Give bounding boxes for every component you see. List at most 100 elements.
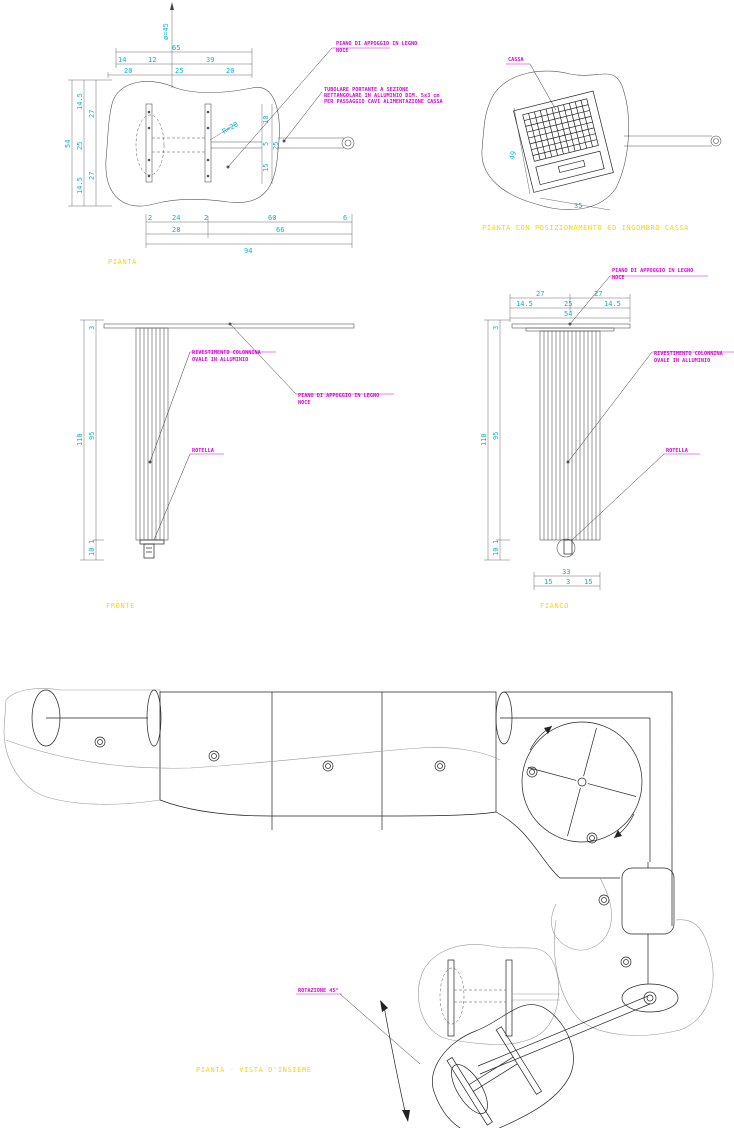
overall-turntable [521,721,643,843]
svg-text:20: 20 [124,67,132,75]
plan-right-dimensions: 10 5 25 15 [261,104,280,184]
svg-text:15: 15 [544,578,552,586]
cassa-register [513,90,614,193]
front-wheel [143,543,155,559]
svg-text:OVALE IN ALLUMINIO: OVALE IN ALLUMINIO [654,358,710,364]
note-rotella-front: ROTELLA [192,448,215,454]
overall-desk-rotated [432,1004,574,1128]
svg-text:33: 33 [562,568,570,576]
overall-desk-original [418,944,560,1045]
plan-left-dimensions: 14.5 27 54 25 14.5 27 [64,79,112,207]
svg-text:95: 95 [88,432,96,440]
note-piano-side: PIANO DI APPOGGIO IN LEGNO [612,268,693,274]
svg-text:5: 5 [262,142,270,146]
svg-text:14.5: 14.5 [76,177,84,194]
svg-text:27: 27 [88,110,96,118]
side-top-dimensions: 27 27 14.5 25 14.5 54 [509,290,631,322]
drawing-line [525,110,590,127]
svg-text:39: 39 [206,56,214,64]
front-column-ribs [139,328,165,540]
cassa-drawer-slot [557,159,586,173]
svg-text:RETTANGOLARE IN ALLUMINIO DIM: RETTANGOLARE IN ALLUMINIO DIM. 5x3 cm [324,93,440,99]
svg-text:2: 2 [148,214,152,222]
svg-text:3: 3 [492,326,500,330]
drawing-line [526,115,592,133]
plan-top-dimensions: 65 14 12 39 20 25 20 [107,44,253,78]
svg-text:110: 110 [76,433,84,446]
svg-text:10: 10 [88,548,96,556]
svg-text:PER PASSAGGIO CAVI ALIMENTAZIO: PER PASSAGGIO CAVI ALIMENTAZIONE CASSA [324,99,444,105]
overall-pivot [621,983,679,1013]
drawing-line [532,139,598,156]
svg-text:NOCE: NOCE [336,48,349,54]
title-fianco: FIANCO [540,602,569,610]
svg-text:20: 20 [226,67,234,75]
svg-text:54: 54 [564,310,572,318]
svg-text:15: 15 [262,164,270,172]
svg-text:27: 27 [88,172,96,180]
cassa-plan-outline [481,70,629,210]
svg-text:25: 25 [564,300,572,308]
note-rivestimento-front: RIVESTIMENTO COLONNINA [192,350,262,356]
svg-text:65: 65 [172,44,180,52]
side-view: 27 27 14.5 25 14.5 54 3 95 110 10 1 33 [480,268,734,610]
svg-text:54: 54 [64,140,72,148]
note-piano-appoggio: PIANO DI APPOGGIO IN LEGNO [336,41,417,47]
plan-dashed-oval [135,114,165,176]
svg-text:25: 25 [272,142,280,150]
svg-text:95: 95 [492,432,500,440]
svg-text:28: 28 [172,226,180,234]
svg-text:10: 10 [262,116,270,124]
svg-text:3: 3 [566,578,570,586]
plan-column-circle [341,136,355,150]
drawing-line [524,104,589,121]
plan-radius-label: R=20 [221,120,240,135]
svg-text:27: 27 [536,290,544,298]
title-pianta-insieme: PIANTA - VISTA D'INSIEME [196,1066,312,1074]
plan-support-tube [278,137,344,149]
svg-text:OVALE IN ALLUMINIO: OVALE IN ALLUMINIO [192,357,248,363]
side-bottom-dimensions: 33 15 3 15 [533,568,601,590]
svg-text:12: 12 [148,56,156,64]
overall-counter [159,691,497,817]
plan-view: ø=45 R=20 65 14 12 39 20 25 20 14.5 [64,2,444,266]
side-left-dimensions: 3 95 110 10 1 [480,319,510,561]
side-column-ribs [543,331,597,540]
overall-right-column [621,867,675,935]
front-view: 3 95 110 10 1 RIVESTIMENTO COLONNINA OVA… [76,319,394,610]
note-rotella-side: ROTELLA [666,448,689,454]
svg-text:6: 6 [343,214,347,222]
front-left-dimensions: 3 95 110 10 1 [76,319,104,561]
svg-text:3: 3 [88,326,96,330]
svg-text:94: 94 [244,247,252,255]
svg-text:49: 49 [508,150,518,160]
svg-text:14.5: 14.5 [76,93,84,110]
note-piano-front: PIANO DI APPOGGIO IN LEGNO [298,393,379,399]
plan-top-outline [105,81,280,207]
svg-text:60: 60 [268,214,276,222]
svg-text:1: 1 [492,540,500,544]
svg-text:35: 35 [574,202,582,210]
note-rivestimento-side: RIVESTIMENTO COLONNINA [654,351,724,357]
svg-text:110: 110 [480,433,488,446]
svg-text:25: 25 [175,67,183,75]
svg-text:NOCE: NOCE [298,400,311,406]
drawing-line [528,121,593,139]
svg-text:14: 14 [118,56,126,64]
drawing-line [531,133,596,151]
title-fronte: FRONTE [106,602,135,610]
plan-angle-label: ø=45 [162,23,170,40]
note-cassa: CASSA [508,57,524,63]
svg-text:27: 27 [594,290,602,298]
title-pianta: PIANTA [108,258,137,266]
svg-text:25: 25 [76,142,84,150]
svg-text:10: 10 [492,548,500,556]
svg-text:NOCE: NOCE [612,275,625,281]
plan-rail-right [204,103,212,183]
plan-bottom-dimensions: 2 24 2 60 6 28 66 94 [145,214,353,255]
note-tubolare: TUBOLARE PORTANTE A SEZIONE [324,87,408,93]
side-wheel [556,538,576,558]
svg-text:14.5: 14.5 [516,300,533,308]
svg-text:15: 15 [584,578,592,586]
